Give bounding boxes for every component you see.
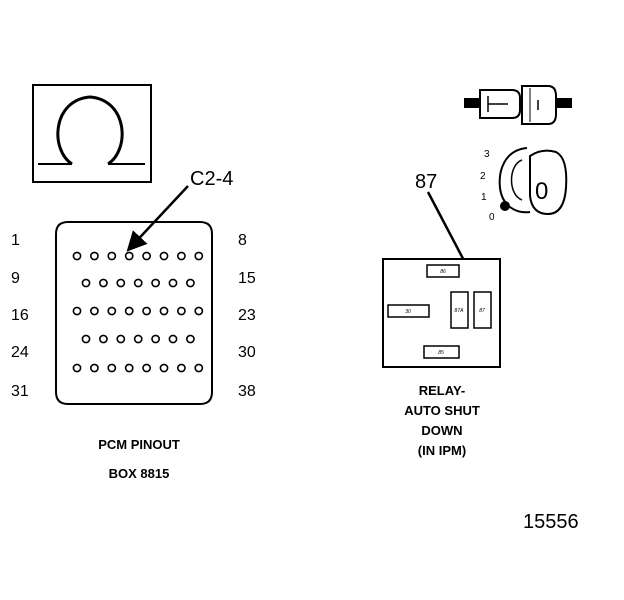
relay-terminal-86 xyxy=(426,264,460,278)
pcm-pin-37 xyxy=(176,363,186,373)
relay-caption-line1: RELAY- xyxy=(419,383,465,398)
pcm-pin-17 xyxy=(90,306,99,316)
pcm-pin-2 xyxy=(90,251,99,261)
pin-number-right-2: 15 xyxy=(238,270,256,287)
relay-terminal-87 xyxy=(473,291,492,329)
pin-number-right-4: 30 xyxy=(238,344,256,361)
relay-callout-label: 87 xyxy=(415,171,437,193)
ignition-key-label: 0 xyxy=(535,178,548,205)
pcm-pin-13 xyxy=(151,278,160,288)
pcm-pin-28 xyxy=(151,334,160,344)
pcm-pin-numbers-right: 8 15 23 30 38 xyxy=(238,232,256,400)
connector-plug-icon xyxy=(464,85,572,125)
pin-number-left-3: 16 xyxy=(11,307,29,324)
pcm-callout-arrow xyxy=(126,185,189,252)
pcm-pin-5 xyxy=(142,251,151,261)
pcm-pin-29 xyxy=(168,334,178,344)
pcm-caption-line2: BOX 8815 xyxy=(109,466,170,481)
pin-number-left-1: 1 xyxy=(11,232,20,249)
pcm-pin-grid xyxy=(72,251,204,373)
relay-terminal-87a xyxy=(450,291,469,329)
pcm-pin-18 xyxy=(107,306,117,316)
pcm-pin-3 xyxy=(107,251,117,261)
pcm-pin-19 xyxy=(124,306,134,316)
pcm-pin-14 xyxy=(168,278,178,288)
pcm-pin-10 xyxy=(99,278,108,288)
ignition-position-2: 2 xyxy=(480,171,486,182)
pcm-pin-15 xyxy=(185,278,195,288)
pcm-pin-16 xyxy=(72,306,82,316)
relay-caption-line4: (IN IPM) xyxy=(418,443,466,458)
relay-caption-line2: AUTO SHUT xyxy=(404,403,480,418)
relay-terminal-30-label: 30 xyxy=(405,309,411,315)
pin-number-right-3: 23 xyxy=(238,307,256,324)
pcm-pin-22 xyxy=(176,306,186,316)
pcm-pin-numbers-left: 1 9 16 24 31 xyxy=(11,232,29,400)
pcm-pin-6 xyxy=(159,251,169,261)
pcm-connector xyxy=(55,221,213,405)
pcm-pin-30 xyxy=(185,334,195,344)
relay-box: 86 30 87A 87 85 xyxy=(382,258,501,368)
pcm-pin-7 xyxy=(176,251,186,261)
relay-terminal-85-label: 85 xyxy=(438,350,444,356)
pin-number-left-5: 31 xyxy=(11,383,29,400)
pcm-pin-38 xyxy=(194,363,204,373)
pcm-pin-12 xyxy=(133,278,143,288)
pcm-pin-11 xyxy=(116,278,126,288)
pcm-pin-34 xyxy=(124,363,134,373)
figure-number: 15556 xyxy=(523,511,579,533)
pin-number-right-5: 38 xyxy=(238,383,256,400)
relay-terminal-85 xyxy=(423,345,460,359)
relay-caption-line3: DOWN xyxy=(421,423,462,438)
pin-number-left-2: 9 xyxy=(11,270,20,287)
relay-terminal-86-label: 86 xyxy=(440,269,446,275)
pcm-caption-line1: PCM PINOUT xyxy=(98,437,180,452)
pcm-pin-35 xyxy=(142,363,151,373)
pcm-callout-label: C2-4 xyxy=(190,168,233,190)
pin-number-left-4: 24 xyxy=(11,344,29,361)
relay-terminal-30 xyxy=(387,304,430,318)
pcm-pin-21 xyxy=(159,306,169,316)
pcm-pin-9 xyxy=(81,278,91,288)
pcm-pin-1 xyxy=(72,251,82,261)
relay-terminal-87a-label: 87A xyxy=(455,308,465,314)
pin-number-right-1: 8 xyxy=(238,232,247,249)
pcm-pin-24 xyxy=(81,334,91,344)
pcm-pin-32 xyxy=(90,363,99,373)
relay-terminal-87-label: 87 xyxy=(479,308,485,314)
pcm-pin-27 xyxy=(133,334,143,344)
pcm-pin-25 xyxy=(99,334,108,344)
pcm-pin-26 xyxy=(116,334,126,344)
pcm-pin-23 xyxy=(194,306,204,316)
ignition-switch-icon: 3 2 1 0 0 xyxy=(480,147,568,223)
ignition-position-3: 3 xyxy=(484,149,490,160)
pcm-pin-36 xyxy=(159,363,169,373)
pcm-pin-31 xyxy=(72,363,82,373)
pcm-pin-33 xyxy=(107,363,117,373)
pcm-pin-8 xyxy=(194,251,204,261)
pcm-pin-20 xyxy=(142,306,151,316)
pcm-pin-4 xyxy=(124,251,134,261)
ohm-meter-icon xyxy=(32,84,152,183)
ignition-position-0: 0 xyxy=(489,212,495,223)
ignition-position-1: 1 xyxy=(481,192,487,203)
